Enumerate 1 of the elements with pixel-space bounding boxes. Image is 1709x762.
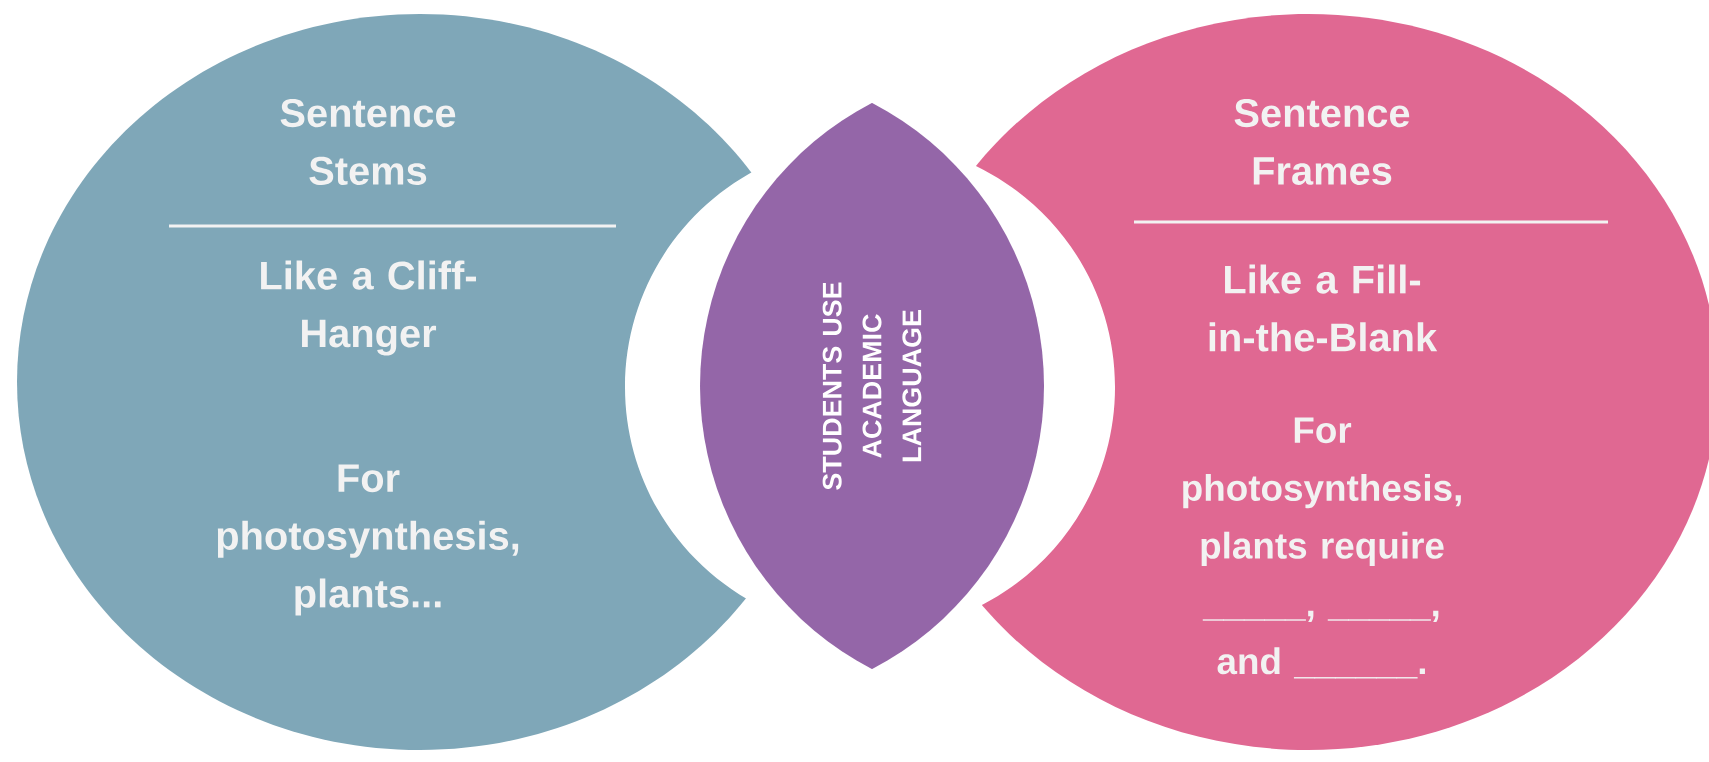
lens: STUDENTS USE ACADEMIC LANGUAGE [700, 103, 1044, 669]
